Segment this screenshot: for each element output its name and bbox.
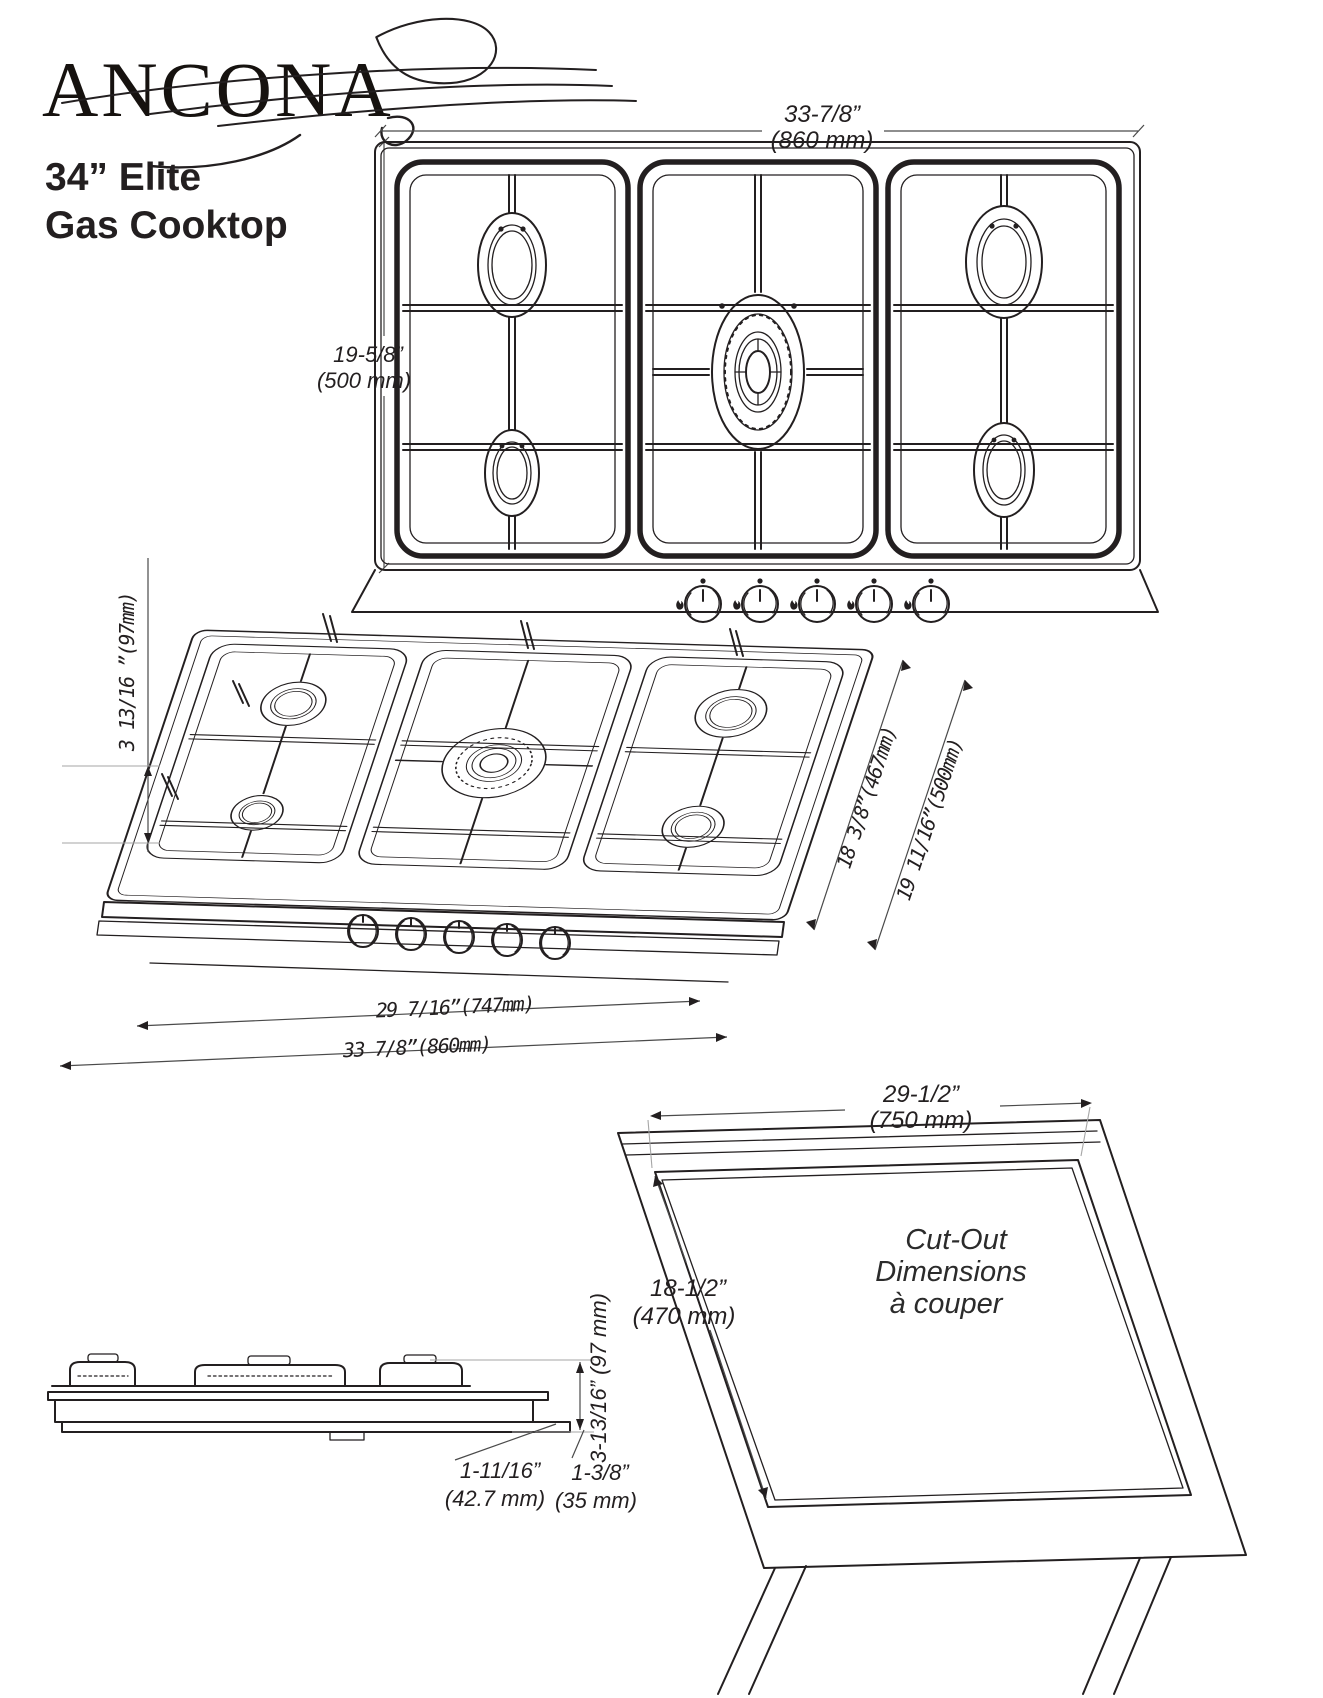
- cutout-caption-line1: Cut-Out: [905, 1224, 1008, 1256]
- burner-left-top: [477, 212, 547, 318]
- product-title-line2: Gas Cooktop: [45, 204, 288, 247]
- control-knob: [903, 577, 950, 623]
- grate-frame-left: [394, 159, 631, 559]
- control-knob: [789, 577, 836, 623]
- side-profile-drawing: [47, 1353, 571, 1441]
- burner-center-wok: [711, 294, 805, 450]
- iso-grate-prongs: [161, 613, 744, 800]
- side-view: 3-13/16” (97 mm) 1-11/16” (42.7 mm) 1-3/…: [47, 1293, 637, 1513]
- grate-frame-right: [885, 159, 1122, 559]
- top-width-inches: 33-7/8”: [784, 101, 861, 128]
- iso-view: 3 13/16 ”(97mm) 18 3/8”(467mm) 19 11/16”…: [59, 558, 973, 1070]
- counter-outline: [617, 1119, 1247, 1569]
- iso-knob-row: [347, 914, 571, 960]
- control-knob: [846, 577, 893, 623]
- brand-logo-text: ANCONA: [42, 46, 394, 133]
- iso-knob: [539, 926, 571, 960]
- side-dim2-inches: 1-3/8”: [571, 1460, 630, 1485]
- burner-left-bottom: [484, 429, 540, 517]
- grate-frame-middle: [637, 159, 879, 559]
- cutout-width-inches: 29-1/2”: [882, 1081, 960, 1108]
- top-width-mm: (860 mm): [771, 127, 874, 154]
- brand-logo: ANCONA 34” Elite Gas Cooktop: [42, 17, 637, 247]
- cutout-width-mm: (750 mm): [870, 1107, 973, 1134]
- iso-apron: [96, 901, 785, 983]
- side-bottom-dimensions: 1-11/16” (42.7 mm) 1-3/8” (35 mm): [445, 1423, 637, 1513]
- top-view-width-dimension: 33-7/8” (860 mm): [374, 101, 1145, 154]
- iso-total-width-label: 33 7/8”(860mm): [341, 1032, 490, 1062]
- iso-burner-right-top: [694, 689, 768, 738]
- side-dim1-inches: 1-11/16”: [460, 1458, 542, 1483]
- iso-height-label: 3 13/16 ”(97mm): [115, 593, 139, 752]
- side-height-label: 3-13/16” (97 mm): [586, 1293, 611, 1463]
- counter-legs: [717, 1556, 1172, 1695]
- control-knob: [732, 577, 779, 623]
- iso-knob: [491, 923, 523, 957]
- control-knob-row: [675, 577, 950, 623]
- burner-right-bottom: [973, 422, 1035, 518]
- cutout-depth-inches: 18-1/2”: [650, 1275, 727, 1302]
- iso-total-depth-label: 19 11/16”(500mm): [891, 736, 967, 904]
- product-title-line1: 34” Elite: [45, 156, 201, 199]
- side-height-dimension: 3-13/16” (97 mm): [430, 1293, 611, 1463]
- cutout-depth-dimension: 18-1/2” (470 mm): [633, 1175, 768, 1499]
- cutout-caption-line3: à couper: [890, 1288, 1004, 1320]
- cutout-caption-line2: Dimensions: [875, 1256, 1027, 1288]
- iso-depth-dimensions: 18 3/8”(467mm) 19 11/16”(500mm): [806, 659, 973, 951]
- iso-burner-left-top: [260, 681, 327, 726]
- iso-inner-width-label: 29 7/16”(747mm): [375, 992, 534, 1023]
- cooktop-front-apron: [351, 569, 1159, 613]
- top-view: 33-7/8” (860 mm) 19-5/8” (500 mm): [317, 101, 1159, 623]
- cutout-depth-mm: (470 mm): [633, 1303, 736, 1330]
- cutout-view: 29-1/2” (750 mm) 18-1/2” (470 mm) Cut-Ou…: [617, 1081, 1247, 1695]
- iso-burner-right-bottom: [661, 805, 725, 848]
- iso-surface: [106, 629, 874, 921]
- side-dim1-mm: (42.7 mm): [445, 1486, 545, 1511]
- side-dim2-mm: (35 mm): [555, 1488, 637, 1513]
- cutout-width-dimension: 29-1/2” (750 mm): [647, 1081, 1092, 1169]
- top-depth-inches: 19-5/8”: [333, 342, 404, 367]
- burner-right-top: [965, 205, 1043, 319]
- iso-burner-left-bottom: [230, 795, 284, 831]
- cutout-caption: Cut-Out Dimensions à couper: [875, 1224, 1027, 1320]
- iso-knob: [395, 917, 427, 951]
- iso-burner-center-wok: [441, 727, 547, 799]
- cutout-hole-outline: [654, 1159, 1192, 1508]
- iso-height-dimension: 3 13/16 ”(97mm): [62, 558, 160, 852]
- control-knob: [675, 577, 722, 623]
- iso-knob: [443, 920, 475, 954]
- cooktop-surface-outline: [374, 141, 1141, 571]
- iso-width-dimensions: 29 7/16”(747mm) 33 7/8”(860mm): [59, 992, 728, 1070]
